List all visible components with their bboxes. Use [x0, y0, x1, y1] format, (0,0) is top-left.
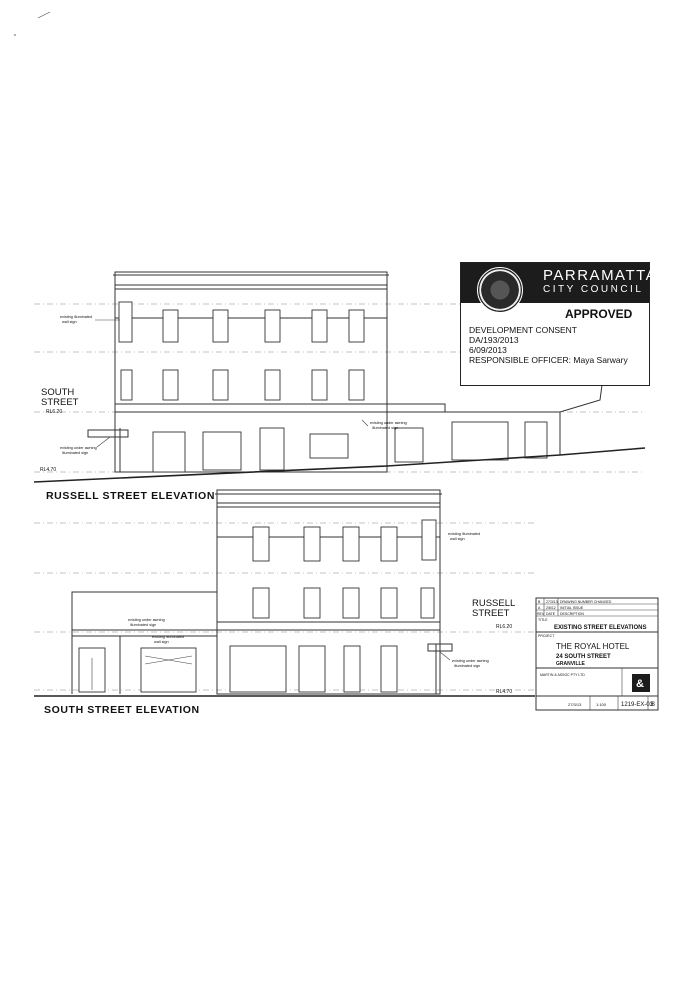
svg-text:REV: REV [537, 612, 545, 616]
firm-name: MARTIN & ASSOC PTY LTD [540, 673, 585, 677]
south-wall-note-1: existing illuminated [448, 532, 480, 536]
consent-number: DA/193/2013 [469, 335, 519, 345]
svg-text:DESCRIPTION: DESCRIPTION [560, 612, 584, 616]
svg-text:INITIAL ISSUE: INITIAL ISSUE [560, 606, 584, 610]
south-wall-note-2: wall sign [450, 537, 465, 541]
street-label-1: SOUTH [41, 387, 74, 398]
drawing-revision: B [651, 702, 655, 708]
approval-status: APPROVED [565, 307, 633, 321]
illuminated-wall-sign [118, 301, 133, 343]
south-right-note-1: existing under awning [452, 659, 489, 663]
project-suburb: GRANVILLE [556, 661, 586, 667]
wall-sign-note-1: existing illuminated [60, 315, 92, 319]
scan-speck [14, 34, 16, 36]
level-bottom: RL4.70 [40, 467, 56, 473]
svg-text:TITLE: TITLE [538, 618, 548, 622]
level-top-south: RL6.20 [496, 624, 512, 630]
drawing-number: 1219-EX-03 [621, 702, 654, 708]
south-sign-note-2: wall sign [154, 640, 169, 644]
level-bottom-south: RL4.70 [496, 689, 512, 695]
approval-stamp: PARRAMATTA CITY COUNCIL APPROVED DEVELOP… [460, 262, 656, 386]
title-block: & B 27/3/13 DRAWING NUMBER CHANGED A 2/8… [535, 597, 659, 711]
elevation-title-south: SOUTH STREET ELEVATION [44, 704, 200, 716]
svg-text:&: & [636, 678, 644, 690]
svg-text:DRAWING NUMBER CHANGED: DRAWING NUMBER CHANGED [560, 600, 612, 604]
project-name: THE ROYAL HOTEL [556, 642, 630, 651]
awning-note-1: existing under awning [60, 446, 97, 450]
svg-text:27/3/13: 27/3/13 [568, 702, 582, 707]
consent-type: DEVELOPMENT CONSENT [469, 325, 578, 335]
consent-date: 6/09/2013 [469, 345, 507, 355]
right-awning-note-1: existing under awning [370, 421, 407, 425]
street-label-south-2: STREET [472, 608, 510, 619]
project-address: 24 SOUTH STREET [556, 654, 611, 660]
svg-text:B: B [538, 600, 541, 604]
svg-text:2/8/12: 2/8/12 [546, 606, 556, 610]
wall-sign-note-2: wall sign [62, 320, 77, 324]
svg-text:A: A [538, 606, 541, 610]
under-awning-sign-south [427, 643, 453, 652]
elevation-title-russell: RUSSELL STREET ELEVATION [46, 490, 215, 502]
svg-text:27/3/13: 27/3/13 [546, 600, 558, 604]
responsible-officer: RESPONSIBLE OFFICER: Maya Sarwary [469, 355, 628, 365]
street-label-south-1: RUSSELL [472, 598, 515, 609]
svg-text:PROJECT: PROJECT [538, 634, 555, 638]
south-sign-note-1: existing illuminated [152, 635, 184, 639]
consent-details: DEVELOPMENT CONSENT DA/193/2013 6/09/201… [469, 325, 628, 365]
south-awning-note-2: illuminated sign [130, 623, 156, 627]
council-seal-icon [477, 267, 523, 313]
council-name: PARRAMATTA [543, 267, 658, 284]
council-subtitle: CITY COUNCIL [543, 284, 644, 295]
level-top: RL6.20 [46, 409, 62, 415]
south-right-note-2: illuminated sign [454, 664, 480, 668]
south-street-elevation: RUSSELL STREET RL6.20 RL4.70 existing il… [34, 489, 535, 716]
scan-mark [37, 11, 51, 19]
right-awning-note-2: illuminated sign [372, 426, 398, 430]
under-awning-sign [87, 429, 129, 438]
drawing-title: EXISTING STREET ELEVATIONS [554, 625, 646, 631]
svg-text:DATE: DATE [546, 612, 556, 616]
svg-text:1:100: 1:100 [596, 702, 607, 707]
south-awning-note-1: existing under awning [128, 618, 165, 622]
illuminated-wall-sign-south [421, 519, 437, 561]
awning-note-2: illuminated sign [62, 451, 88, 455]
firm-logo-icon [632, 674, 650, 692]
russell-street-elevation: SOUTH STREET RL6.20 RL4.70 existing illu… [33, 271, 646, 502]
street-label-2: STREET [41, 397, 79, 408]
